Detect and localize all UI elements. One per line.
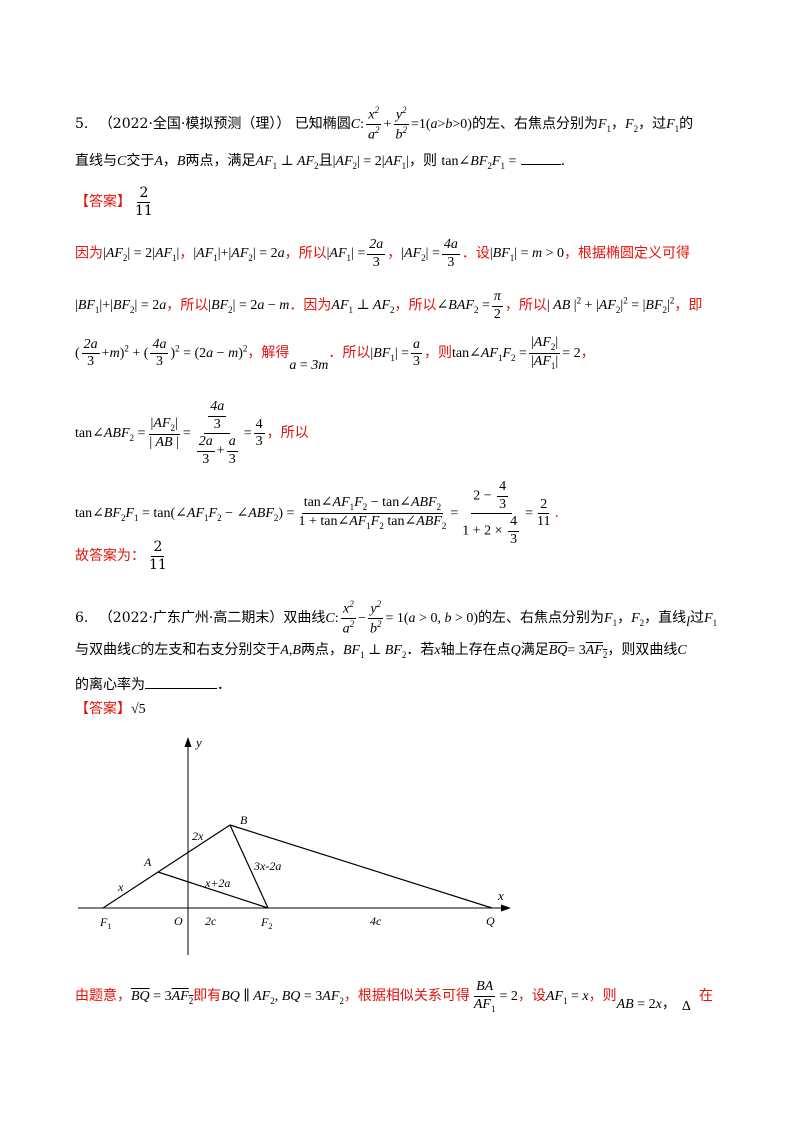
q5-solution-line5: tan∠BF2F1 = tan(∠AF1F2 − ∠ABF2) =tan∠AF1… xyxy=(75,479,559,548)
q6-line2: 与双曲线C的左支和右支分别交于A,B两点，BF1 ⊥ BF2．若x轴上存在点Q满… xyxy=(75,642,687,660)
label-4c: 4c xyxy=(370,914,382,928)
q6-source: （2022·广东广州·高二期末） xyxy=(98,610,284,627)
x-axis-arrow xyxy=(501,904,511,912)
q6-answer-value: √5 xyxy=(131,702,146,717)
label-O: O xyxy=(174,914,183,928)
q5-solution-line2: |BF1|+|BF2| = 2a，所以|BF2| = 2a − m．因为AF1 … xyxy=(75,289,703,322)
segment-f1-b xyxy=(102,824,231,909)
q6-answer-blank xyxy=(145,676,217,689)
label-3x-minus-2a: 3x-2a xyxy=(253,859,281,873)
label-F2: F2 xyxy=(260,915,272,931)
q5-line2: 直线与C交于A，B两点，满足AF1 ⊥ AF2且|AF2| = 2|AF1|，则… xyxy=(75,152,566,171)
label-A: A xyxy=(143,855,152,869)
label-x-plus-2a: x+2a xyxy=(204,876,230,890)
q6-diagram: y x B A O F1 F2 Q 2x x x+2a 3x-2a 2c 4c xyxy=(78,735,511,955)
q6-solution-line1: 由题意，BQ = 3AF2即有BQ ∥ AF2, BQ = 3AF2，根据相似关… xyxy=(75,979,713,1015)
q6-answer-label: 【答案】 xyxy=(75,701,131,717)
q5-source: （2022·全国·模拟预测（理）） xyxy=(98,116,291,133)
label-y: y xyxy=(194,735,202,750)
segment-b-q xyxy=(229,824,493,909)
q5-answer-label: 【答案】 xyxy=(75,194,131,211)
label-x-seg: x xyxy=(117,880,124,894)
q5-answer-blank xyxy=(520,152,561,165)
label-F1: F1 xyxy=(99,915,111,931)
y-axis-arrow xyxy=(184,737,192,747)
segment-b-f2 xyxy=(229,824,269,909)
label-x: x xyxy=(497,888,504,903)
q6-answer: 【答案】√5 xyxy=(75,702,146,717)
label-2x: 2x xyxy=(192,829,204,843)
q6-number: 6. xyxy=(75,610,89,627)
q5-solution-line1: 因为|AF2| = 2|AF1|，|AF1|+|AF2| = 2a，所以|AF1… xyxy=(75,237,691,270)
q5-number: 5. xyxy=(75,116,89,133)
label-Q: Q xyxy=(486,914,495,928)
q6-line3: 的离心率为． xyxy=(75,676,231,693)
label-2c: 2c xyxy=(205,914,217,928)
label-B: B xyxy=(240,813,248,827)
segment-a-f2 xyxy=(157,871,269,909)
